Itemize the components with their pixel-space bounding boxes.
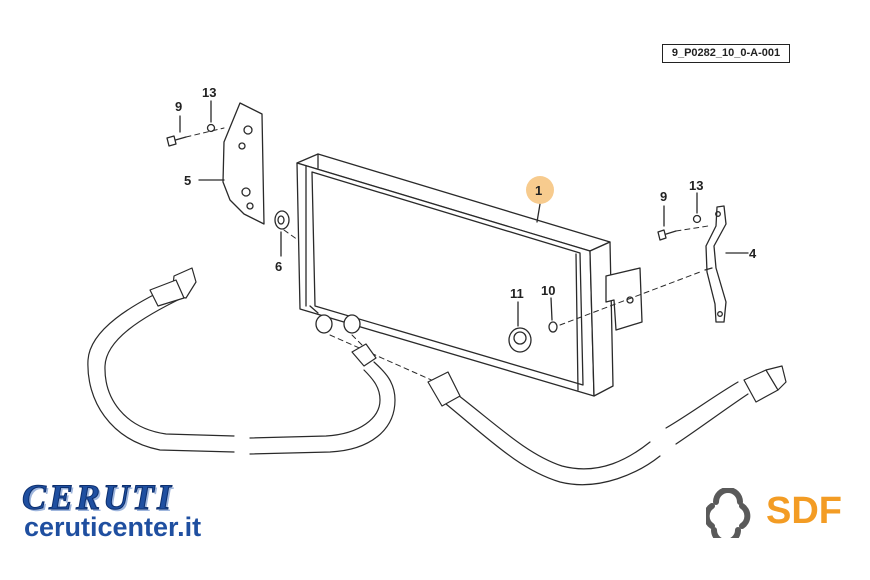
callout-13-right: 13: [689, 178, 704, 193]
callout-highlight: [526, 176, 554, 204]
hose-right: [427, 365, 787, 486]
callout-1: 1: [535, 183, 543, 198]
washer-left: [206, 123, 216, 133]
callout-9-left: 9: [175, 99, 183, 114]
callout-4: 4: [749, 246, 757, 261]
mounting-bracket-left: [222, 102, 265, 225]
callout-11: 11: [510, 286, 524, 301]
bolt-left: [166, 135, 187, 147]
washer-right: [692, 214, 702, 224]
drawing-reference-code: 9_P0282_10_0-A-001: [662, 44, 790, 63]
bolt-right: [657, 229, 677, 241]
callout-13-left: 13: [202, 85, 217, 100]
sdf-logo-icon: [706, 488, 751, 538]
rubber-grommet: [274, 210, 290, 230]
ceruti-website-link[interactable]: ceruticenter.it: [24, 512, 202, 542]
callout-5: 5: [184, 173, 192, 188]
callout-9-right: 9: [660, 189, 668, 204]
mounting-bracket-right: [704, 205, 727, 323]
filler-cap: [508, 327, 532, 353]
oil-cooler-radiator: [296, 153, 643, 397]
hose-left: [87, 267, 396, 455]
callout-6: 6: [275, 259, 283, 274]
pipe-fittings: [309, 305, 361, 334]
sealing-washer: [548, 321, 558, 333]
callout-10: 10: [541, 283, 556, 298]
ceruti-logo: CERUTI: [21, 477, 175, 518]
sdf-logo-text: SDF: [766, 490, 842, 532]
